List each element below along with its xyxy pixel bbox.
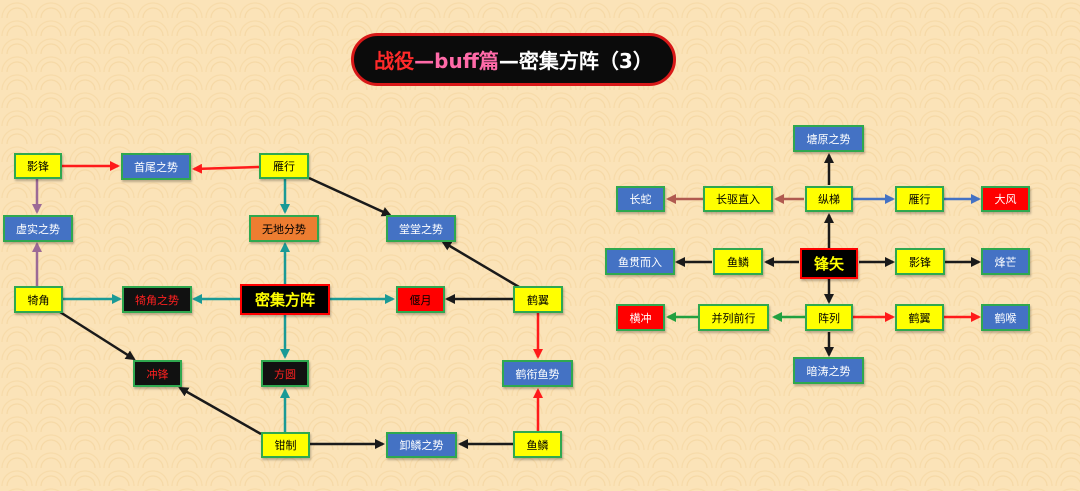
node-hengchong: 横冲 [616,304,665,331]
node-fengmang: 烽芒 [981,248,1030,275]
node-yulin-left: 鱼鳞 [513,431,562,458]
node-shouwei: 首尾之势 [121,153,191,180]
node-yingfeng-right: 影锋 [895,248,945,275]
node-yingfeng-left: 影锋 [14,153,62,179]
node-antao: 暗涛之势 [793,357,864,384]
node-jijiaozhishi: 犄角之势 [122,286,192,313]
diagram-title: 战役—buff篇—密集方阵（3） [351,33,676,86]
node-fangyuan: 方圆 [261,360,309,387]
node-heyi-left: 鹤翼 [513,286,563,313]
edge-yanxing-to-shouwei [192,163,260,174]
node-center-right: 锋矢 [800,248,858,279]
node-dafeng: 大风 [981,186,1030,212]
node-hexianyushi: 鹤衔鱼势 [502,360,573,387]
edge-jijiao-to-chongfeng [59,310,136,361]
node-yanxing-right: 雁行 [895,186,944,212]
node-changshe: 长蛇 [616,186,665,212]
node-hehou: 鹤喉 [981,304,1030,331]
node-center-left: 密集方阵 [240,284,330,315]
node-xushi: 虚实之势 [3,215,73,242]
node-yanxing-left: 雁行 [259,153,309,179]
node-xielin: 卸鳞之势 [386,432,457,458]
edge-qianzhi-to-chongfeng [178,386,262,436]
node-jijiao: 犄角 [14,286,63,313]
node-yuguan: 鱼贯而入 [605,248,675,275]
node-yulin-right: 鱼鳞 [713,248,763,275]
title-part-3: —密集方阵（3） [498,49,653,73]
node-tangtang: 堂堂之势 [386,215,456,242]
node-wudi: 无地分势 [249,215,319,242]
title-part-2: —buff篇 [414,49,499,73]
node-zhenlie: 阵列 [805,304,853,331]
node-zongti: 纵梯 [805,186,853,212]
node-changquzhiru: 长驱直入 [703,186,773,212]
title-part-1: 战役 [374,49,415,73]
node-chongfeng: 冲锋 [133,360,182,387]
node-heyi-right: 鹤翼 [895,304,944,331]
node-yanyue: 偃月 [396,286,445,313]
node-binglie: 并列前行 [698,304,769,331]
node-tangyuan: 塘原之势 [793,125,864,152]
node-qianzhi: 钳制 [261,432,310,458]
edge-yanxing-to-tangtang [308,176,392,217]
edge-heyi-to-tangtang [441,240,520,289]
